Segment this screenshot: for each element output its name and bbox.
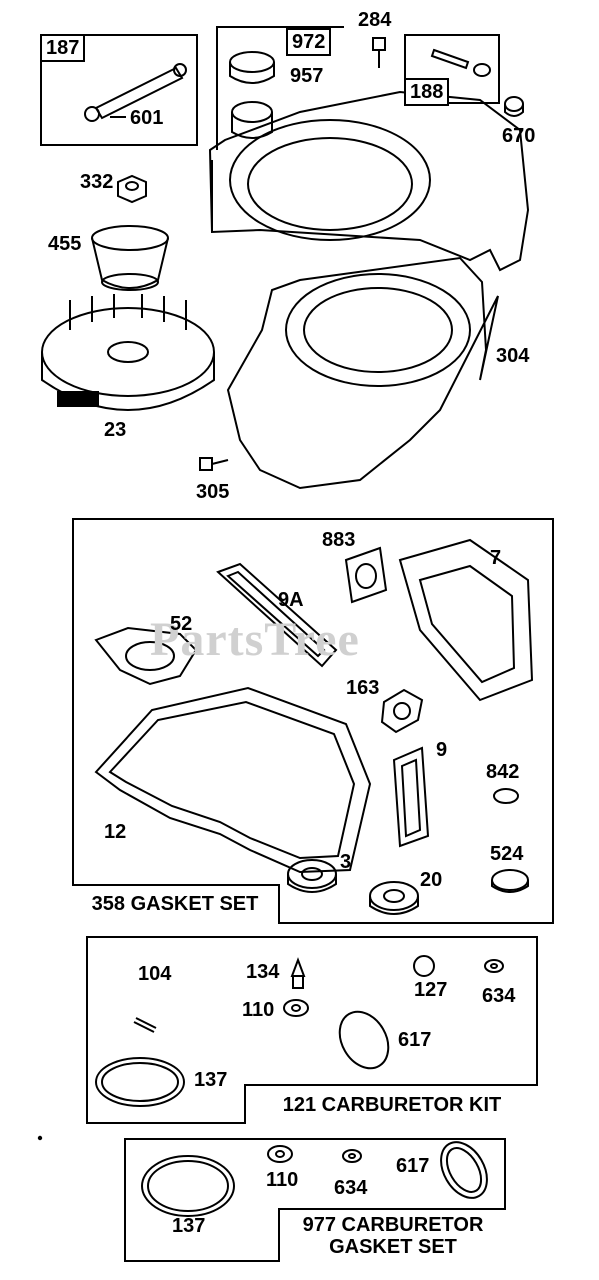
callout-617[interactable]: 617 — [398, 1029, 432, 1051]
kit-box-187 — [40, 34, 198, 146]
callout-617b[interactable]: 617 — [396, 1155, 430, 1177]
callout-137[interactable]: 137 — [194, 1069, 228, 1091]
part-163-gasket — [380, 688, 424, 734]
part-110-washer — [283, 999, 309, 1017]
callout-601[interactable]: 601 — [130, 107, 164, 129]
gasket-set-frame — [72, 518, 554, 924]
watermark: PartsTree — [150, 613, 360, 666]
callout-137b[interactable]: 137 — [172, 1215, 206, 1237]
part-617-gasket — [338, 1010, 390, 1070]
kit-box-188 — [404, 34, 500, 104]
part-284-screw — [372, 37, 386, 68]
callout-634[interactable]: 634 — [482, 985, 516, 1007]
callout-12[interactable]: 12 — [104, 821, 127, 843]
part-137-ring — [95, 1057, 185, 1107]
callout-20[interactable]: 20 — [420, 869, 443, 891]
callout-9a[interactable]: 9A — [278, 589, 304, 611]
part-12-gasket — [94, 686, 372, 874]
callout-332[interactable]: 332 — [80, 171, 114, 193]
part-634b-washer — [342, 1149, 362, 1163]
part-20-seal — [369, 881, 419, 915]
part-332-nut — [117, 174, 147, 204]
part-883-gasket — [344, 546, 388, 604]
callout-455[interactable]: 455 — [48, 233, 82, 255]
callout-9[interactable]: 9 — [436, 739, 448, 761]
callout-304[interactable]: 304 — [496, 345, 530, 367]
callout-134[interactable]: 134 — [246, 961, 280, 983]
part-9a-gasket — [216, 562, 338, 668]
part-3-seal — [287, 859, 337, 893]
callout-670[interactable]: 670 — [502, 125, 536, 147]
part-670-bushing — [504, 96, 524, 117]
callout-187[interactable]: 187 — [40, 34, 86, 62]
part-972-housing — [208, 90, 530, 272]
callout-7[interactable]: 7 — [490, 547, 502, 569]
part-23-flywheel — [41, 294, 215, 411]
kit-label-carburetor-kit[interactable]: 121 CARBURETOR KIT — [244, 1084, 538, 1124]
part-127-plug — [413, 955, 435, 977]
callout-52[interactable]: 52 — [170, 613, 193, 635]
part-137b-ring — [141, 1155, 235, 1217]
callout-188[interactable]: 188 — [404, 78, 450, 106]
callout-524[interactable]: 524 — [490, 843, 524, 865]
callout-634b[interactable]: 634 — [334, 1177, 368, 1199]
part-52-gasket — [94, 626, 198, 686]
part-9-gasket — [392, 746, 430, 848]
kit-label-line1: 977 CARBURETOR — [302, 1214, 484, 1236]
callout-305[interactable]: 305 — [196, 481, 230, 503]
part-524-ring — [491, 869, 529, 893]
callout-3[interactable]: 3 — [340, 851, 352, 873]
callout-110[interactable]: 110 — [242, 999, 275, 1021]
part-7-head-gasket — [398, 538, 534, 702]
part-842-ring — [493, 788, 519, 804]
housing-box-972 — [216, 26, 344, 150]
callout-110b[interactable]: 110 — [266, 1169, 299, 1191]
part-601-tube — [84, 63, 187, 122]
part-134-needle — [290, 957, 306, 989]
callout-842[interactable]: 842 — [486, 761, 520, 783]
callout-127[interactable]: 127 — [414, 979, 448, 1001]
part-617b-gasket — [440, 1141, 488, 1199]
part-304-shroud — [226, 256, 499, 490]
part-634-washer — [484, 959, 504, 973]
part-305-screw — [199, 457, 229, 471]
kit-label-gasket-set[interactable]: 358 GASKET SET — [72, 884, 280, 924]
part-104-pin — [133, 1017, 157, 1033]
callout-957[interactable]: 957 — [290, 65, 324, 87]
part-110b-washer — [267, 1145, 293, 1163]
kit-label-line2: GASKET SET — [329, 1236, 457, 1258]
callout-23[interactable]: 23 — [104, 419, 127, 441]
callout-163[interactable]: 163 — [346, 677, 380, 699]
callout-972[interactable]: 972 — [286, 28, 332, 56]
kit-label-carburetor-gasket-set[interactable]: 977 CARBURETOR GASKET SET — [278, 1208, 506, 1262]
callout-883[interactable]: 883 — [322, 529, 356, 551]
part-188-bolt — [430, 48, 491, 77]
callout-104[interactable]: 104 — [138, 963, 172, 985]
callout-284[interactable]: 284 — [358, 9, 392, 31]
part-455-cup — [91, 225, 169, 291]
